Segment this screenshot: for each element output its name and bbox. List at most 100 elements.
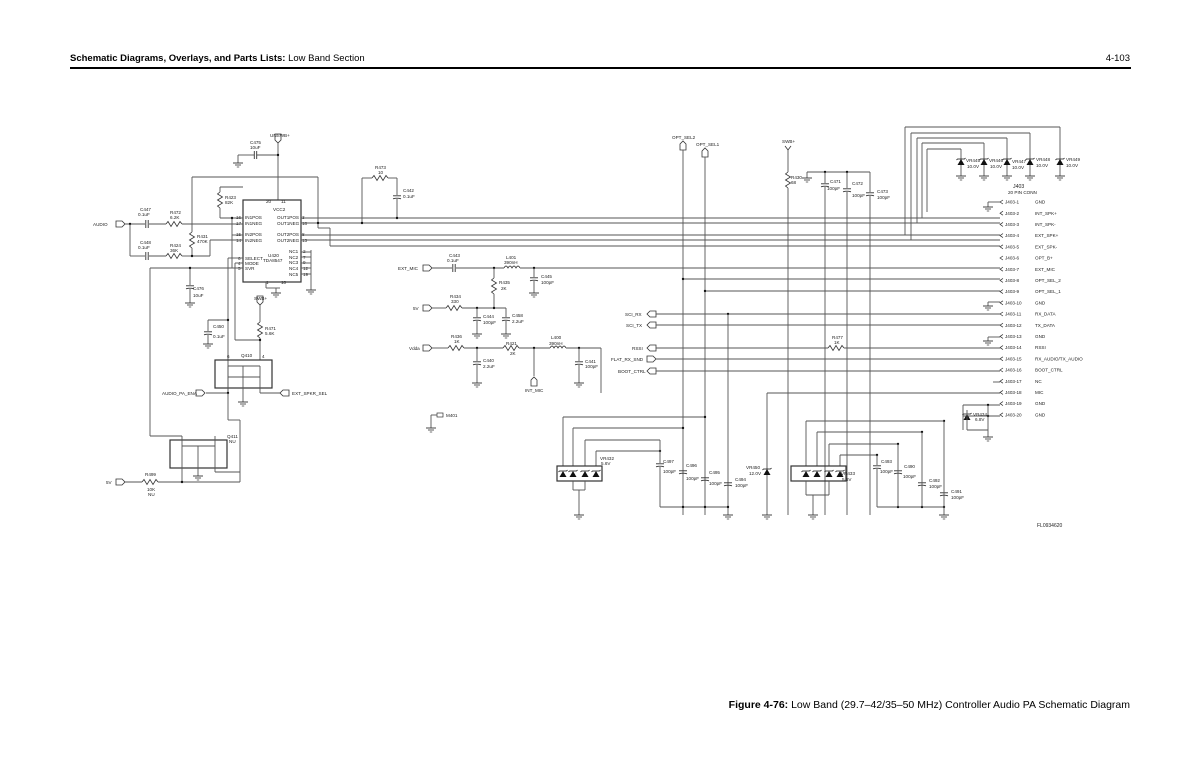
ic-pin-number: 12: [303, 266, 309, 271]
connector-pin-signal: EXT_SPK+: [1035, 233, 1059, 238]
pin-arrow-icon: [999, 255, 1004, 261]
c496-ref: C496: [686, 463, 697, 468]
ic-pin-number: 19: [303, 272, 309, 277]
vr433-ref: VR433: [841, 471, 855, 476]
r434-ref: R434: [450, 294, 461, 299]
vr433-value: 5.6V: [842, 477, 852, 482]
connector-pin-signal: RX_DATA: [1035, 312, 1056, 317]
ic-pin-number: 18: [302, 221, 308, 226]
r477-resistor-icon: [827, 345, 845, 351]
r431-ref: R431: [197, 234, 208, 239]
zener-ref: VR445: [966, 158, 980, 163]
opt-sel1-label: OPT_SEL1: [696, 142, 720, 147]
q411-ref: Q411: [227, 434, 238, 439]
vr450-zener-icon: [762, 467, 772, 476]
c493-value: 100pF: [880, 469, 893, 474]
pin-arrow-icon: [999, 289, 1004, 294]
pin-arrow-icon: [999, 311, 1004, 317]
zener-ref: VR448: [1036, 157, 1050, 162]
connector-pin-signal: MIC: [1035, 390, 1044, 395]
rssi-port-icon: [646, 344, 657, 352]
c472-value: 100pF: [852, 193, 865, 198]
ic-pin-name: NC5: [289, 272, 299, 277]
page-number: 4-103: [1105, 53, 1130, 64]
ic-pin-number: 7: [303, 255, 306, 260]
r423-value: 82K: [225, 200, 234, 205]
r471-ref: R471: [265, 326, 276, 331]
c475-value: 10uF: [250, 145, 261, 150]
ic-pin-number: 17: [236, 221, 242, 226]
pin-arrow-icon: [999, 412, 1004, 418]
connector-pin-signal: OPT_SEL_1: [1035, 289, 1061, 294]
connector-pin-signal: RX_AUDIO/TX_AUDIO: [1035, 356, 1083, 361]
c441-capacitor-icon: [574, 361, 584, 366]
c447-capacitor-icon: [145, 219, 149, 229]
sci-tx-label: SCI_TX: [626, 323, 642, 328]
ic-pin-name: OUT1NEG: [277, 221, 300, 226]
connector-pin-signal: GND: [1035, 200, 1046, 205]
c448-value: 0.1uF: [138, 245, 150, 250]
connector-pin-signal: GND: [1035, 334, 1046, 339]
ground-icon: [270, 292, 282, 298]
connector-pin-id: J403-9: [1005, 289, 1019, 294]
r434-resistor-icon: [445, 305, 463, 311]
ground-icon: [807, 514, 819, 520]
pin-arrow-icon: [999, 378, 1004, 384]
pin-arrow-icon: [999, 278, 1004, 283]
connector-pin-signal: INT_SPK+: [1035, 211, 1057, 216]
ic-pin-name: IN1POS: [245, 215, 262, 220]
connector-pin-signal: GND: [1035, 300, 1046, 305]
c497-capacitor-icon: [655, 463, 665, 468]
ic-pin-name: OUT2POS: [277, 232, 299, 237]
audio-pa-ena-port-icon: [195, 389, 206, 397]
vr432-value: 5.6V: [601, 461, 611, 466]
r477-ref: R477: [832, 335, 843, 340]
connector-pin-id: J403-4: [1005, 233, 1019, 238]
connector-pin-signal: EXT_MIC: [1035, 267, 1056, 272]
r435-ref: R435: [499, 280, 510, 285]
page-header: Schematic Diagrams, Overlays, and Parts …: [70, 53, 365, 64]
five-v-port-icon: [115, 478, 126, 486]
r472-value: 6.2K: [170, 215, 180, 220]
l400-inductor-icon: [549, 345, 567, 349]
connector-pin-signal: TX_DATA: [1035, 323, 1056, 328]
sci-rx-port-icon: [646, 310, 657, 318]
ground-icon: [471, 333, 483, 339]
ic-pin-name: MODE: [245, 261, 259, 266]
ground-icon: [232, 162, 244, 168]
vr433-zener-array: [790, 465, 847, 482]
c440-capacitor-icon: [472, 361, 482, 366]
connector-pin-id: J403-20: [1005, 412, 1022, 417]
c448-capacitor-icon: [145, 251, 149, 261]
ext-spkr-sel-label: EXT_SPKR_SEL: [292, 391, 328, 396]
connector-pin-signal: NC: [1035, 379, 1042, 384]
ground-icon: [202, 343, 214, 349]
connector-pin-id: J403-7: [1005, 267, 1019, 272]
ground-icon: [500, 333, 512, 339]
figure-caption: Figure 4-76: Low Band (29.7–42/35–50 MHz…: [729, 699, 1130, 711]
q410-pin-4: 4: [262, 354, 265, 359]
ground-icon: [982, 206, 994, 212]
ground-icon: [982, 436, 994, 442]
connector-pin-id: J403-10: [1005, 300, 1022, 305]
r423-ref: R423: [225, 195, 236, 200]
c493-ref: C493: [881, 459, 892, 464]
c490-value: 100pF: [903, 474, 916, 479]
connector-pin-id: J403-18: [1005, 390, 1022, 395]
c473-ref: C473: [877, 189, 888, 194]
five-v-label: 5V: [413, 306, 420, 311]
zener-vr449: VR449 10.0V: [1054, 127, 1080, 181]
c495-value: 100pF: [709, 481, 722, 486]
connector-pin-row: J403-9 OPT_SEL_1: [999, 289, 1061, 294]
sci-tx-port-icon: [646, 321, 657, 329]
c471-value: 100pF: [827, 186, 840, 191]
ic-pin-number: 16: [236, 215, 242, 220]
c492-ref: C492: [929, 478, 940, 483]
pin-arrow-icon: [999, 199, 1004, 205]
